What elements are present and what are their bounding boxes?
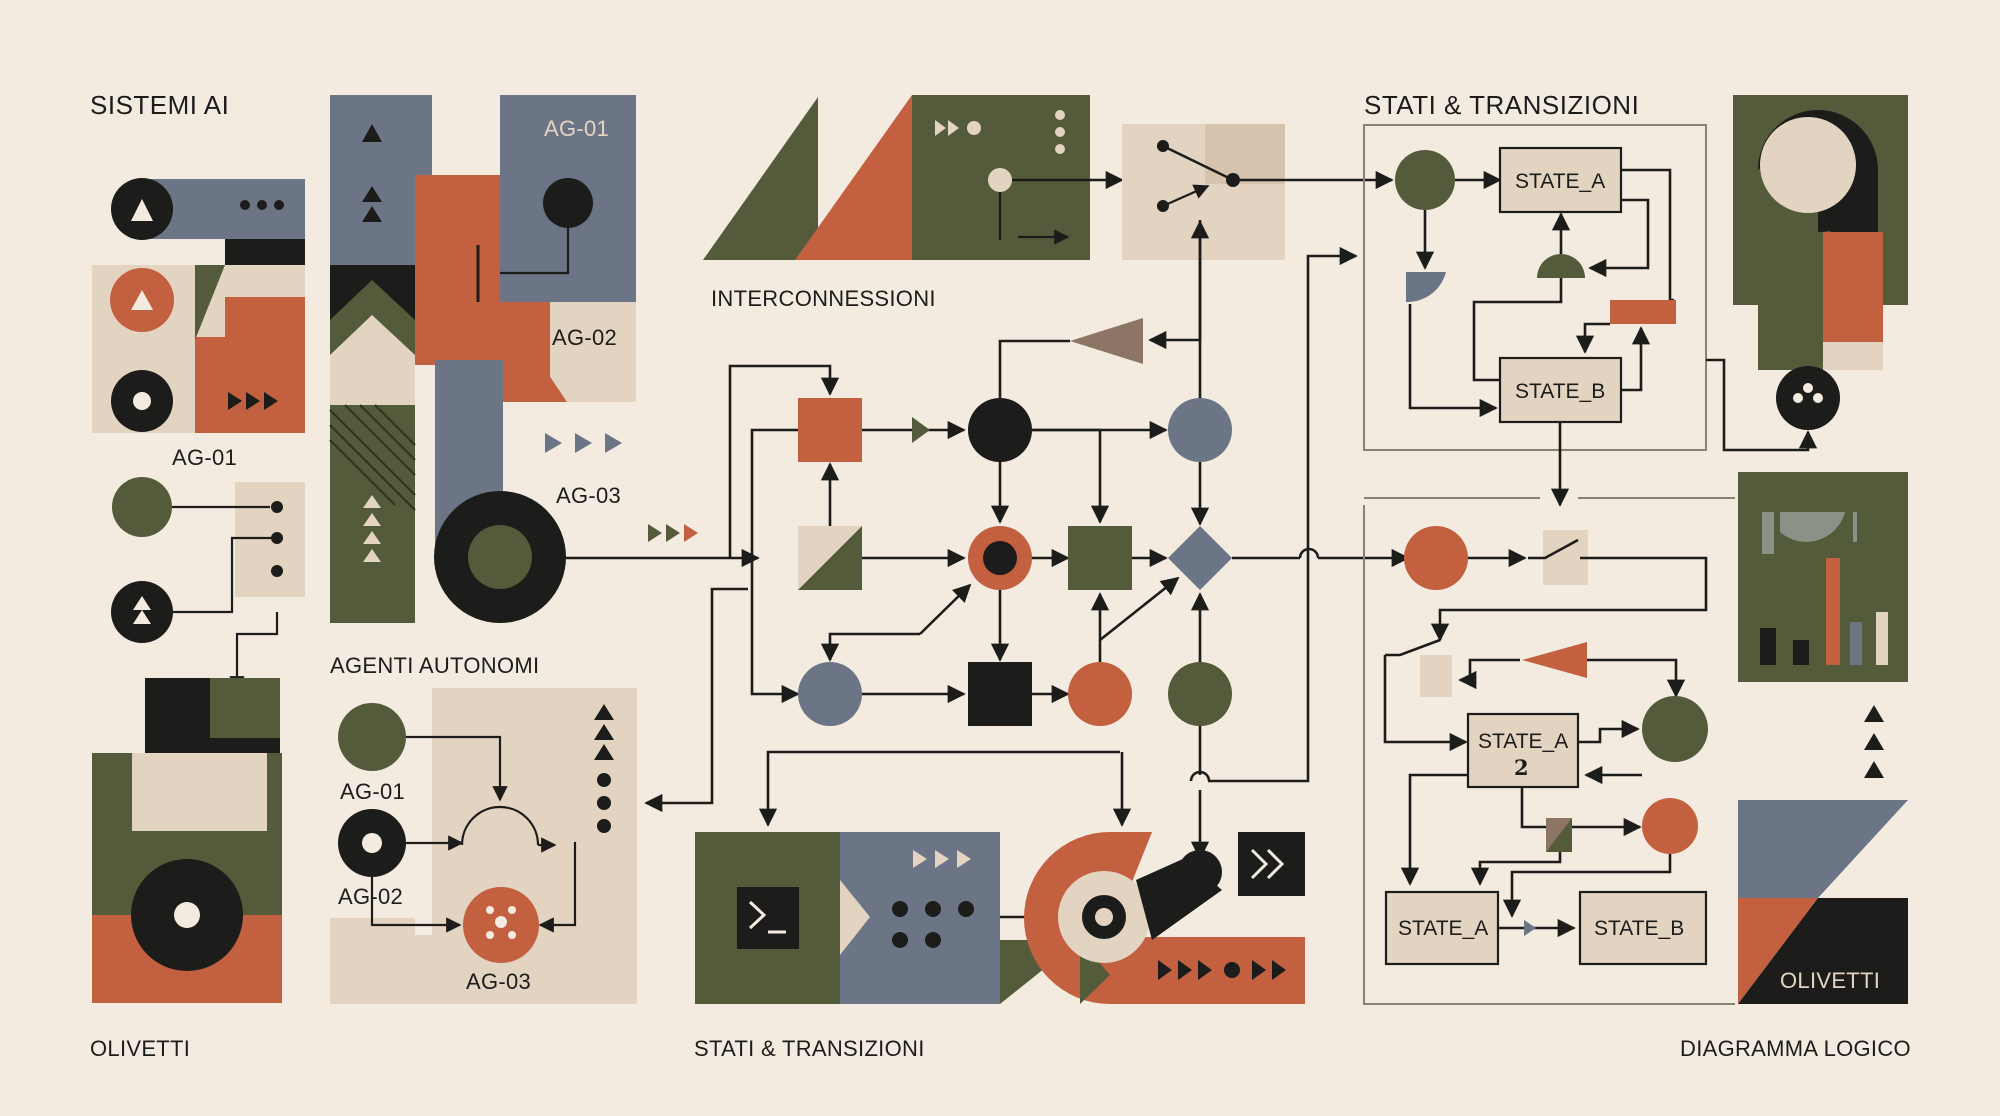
- label-ag01-tile: AG-01: [544, 116, 609, 141]
- label-ag01-left: AG-01: [172, 445, 237, 470]
- gate-icon: [1537, 254, 1585, 278]
- central-network: [566, 220, 1410, 860]
- node-slate: [1168, 398, 1232, 462]
- process-node-olive: [1068, 526, 1132, 590]
- label-agenti-autonomi: AGENTI AUTONOMI: [330, 653, 539, 678]
- label-ag02-panel: AG-02: [338, 884, 403, 909]
- output-node: [1776, 366, 1840, 430]
- label-ag03-tile: AG-03: [556, 483, 621, 508]
- title-stati-transizioni-top: STATI & TRANSIZIONI: [1364, 90, 1639, 120]
- terminal-icon: [737, 887, 799, 949]
- state-box-a-top[interactable]: [1498, 146, 1623, 214]
- triangle-icon: [131, 199, 153, 221]
- title-sistemi-ai: SISTEMI AI: [90, 90, 229, 120]
- label-olivetti-bottom: OLIVETTI: [90, 1036, 190, 1061]
- state-box-b-bottom[interactable]: [1578, 890, 1708, 966]
- state-box-b-top[interactable]: [1498, 356, 1623, 424]
- agent-node-ag01: [338, 703, 406, 771]
- node-olive-lower: [1168, 662, 1232, 726]
- terminal-block: [695, 832, 1305, 1004]
- agenti-autonomi-panel: AG-01 AG-02 AG-03: [330, 688, 637, 1004]
- left-agent-column: AG-01: [92, 178, 305, 1003]
- dots-icon: [240, 200, 250, 210]
- state-a2-label-2: 2: [1514, 755, 1529, 780]
- label-ag02-tile: AG-02: [552, 325, 617, 350]
- node-slate-lower: [798, 662, 862, 726]
- process-node-rust: [798, 398, 862, 462]
- triangle-icon: [131, 290, 153, 310]
- label-interconnessioni: INTERCONNESSIONI: [711, 286, 936, 311]
- state-node-start: [1395, 150, 1455, 210]
- interconnessioni-header-block: [703, 95, 1394, 260]
- state-panel-top: STATE_A STATE_B: [1363, 124, 1707, 507]
- state-a2-label-1: STATE_A: [1478, 730, 1568, 753]
- process-node-black: [968, 662, 1032, 726]
- state-a-top-label: STATE_A: [1515, 170, 1605, 193]
- decision-node: [1168, 526, 1232, 590]
- right-top-graphics: OLIVETTI: [1706, 95, 1908, 1004]
- label-ag01-panel: AG-01: [340, 779, 405, 804]
- state-node-rust: [1404, 526, 1468, 590]
- node-rust-lower: [1068, 662, 1132, 726]
- label-ag03-panel: AG-03: [466, 969, 531, 994]
- state-a-bottom-label: STATE_A: [1398, 917, 1488, 940]
- state-node-rust-lower: [1642, 798, 1698, 854]
- double-chevron-right-icon[interactable]: [1238, 832, 1305, 896]
- label-diagramma-logico: DIAGRAMMA LOGICO: [1680, 1036, 1911, 1061]
- node-black: [968, 398, 1032, 462]
- agent-hub-icon: [486, 906, 516, 939]
- label-olivetti-panel: OLIVETTI: [1780, 968, 1880, 993]
- state-box-a2[interactable]: [1466, 712, 1580, 789]
- triangle-icon: [1070, 318, 1143, 364]
- label-stati-transizioni-bottom: STATI & TRANSIZIONI: [694, 1036, 925, 1061]
- state-box-a-bottom[interactable]: [1384, 890, 1500, 966]
- state-b-top-label: STATE_B: [1515, 380, 1605, 403]
- state-node-olive: [1642, 696, 1708, 762]
- state-panel-lower: STATE_A 2 STATE_A STATE_B: [1363, 497, 1735, 1005]
- agent-tiles: AG-01 AG-02 AG-03: [329, 95, 698, 623]
- state-b-bottom-label: STATE_B: [1594, 917, 1684, 940]
